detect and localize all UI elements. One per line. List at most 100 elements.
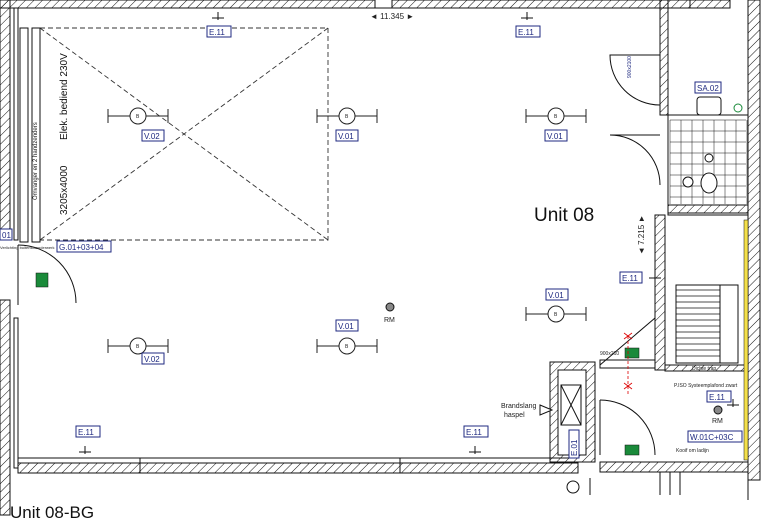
rm-label-2: RM — [712, 418, 723, 425]
rm-markers: RM RM — [384, 302, 723, 425]
misc-bottom-right — [566, 472, 749, 500]
emergency-light-icon — [727, 399, 739, 407]
fixture-symbol: B — [345, 344, 349, 350]
dimensions: ◄ 11.345 ► ◄ 7.215 ► — [370, 12, 646, 255]
light-fixture-icon: B — [107, 337, 169, 355]
svg-text:V.01: V.01 — [547, 132, 563, 141]
svg-text:V.01: V.01 — [548, 291, 564, 300]
svg-text:E.11: E.11 — [466, 428, 482, 437]
note-stair: Dichte trap — [692, 366, 716, 372]
svg-text:01: 01 — [2, 231, 11, 240]
light-fixture-icon: B — [525, 107, 587, 125]
plan-title: Unit 08-BG — [10, 503, 94, 520]
svg-text:E.11: E.11 — [209, 28, 225, 37]
top-wall-right — [391, 0, 731, 9]
drain-icon — [704, 153, 714, 163]
equipment-tag: E.11 — [515, 25, 541, 38]
sanitary — [682, 96, 743, 194]
fixture-symbol: B — [345, 114, 349, 120]
partition-upper — [659, 0, 669, 116]
emergency-light-icon — [649, 272, 661, 280]
equipment-tag: E.11 — [619, 271, 643, 284]
rm-label: RM — [384, 317, 395, 324]
bottom-wall — [17, 462, 579, 474]
emergency-light-icon — [469, 446, 481, 454]
toilet-wall — [667, 204, 749, 214]
exit-sign-icon — [624, 347, 640, 359]
sink-icon — [696, 96, 722, 116]
light-fixture-icon: B — [525, 305, 587, 323]
small-notes: Dichte trap P.ISO Systeemplafond zwart K… — [0, 245, 738, 454]
emergency-light-icon — [521, 12, 533, 20]
svg-text:E.11: E.11 — [518, 28, 534, 37]
hose-label-1: Brandslang — [501, 403, 537, 410]
equipment-tag: E.11 — [706, 390, 732, 403]
equipment-tag: E.11 — [75, 425, 101, 438]
emergency-light-icon — [212, 12, 224, 20]
partition-mid — [654, 214, 666, 371]
fixture-symbol: B — [554, 312, 558, 318]
door-size-label: 3205x4000 — [59, 165, 70, 215]
tap-icon — [682, 176, 694, 188]
smoke-detector-icon — [733, 103, 743, 113]
equipment-tag: V.01 — [335, 129, 359, 142]
equipment-tag: G.01+03+04 — [56, 240, 112, 253]
svg-text:E.11: E.11 — [622, 274, 638, 283]
kitchen-tiles — [669, 119, 748, 204]
equipment-tag: V.02 — [141, 129, 165, 142]
light-fixture-icon: B — [107, 107, 169, 125]
top-wall-left — [0, 0, 376, 9]
rm-icon — [385, 302, 395, 312]
light-fixtures: B B B B B B — [79, 12, 739, 454]
depth-dimension: ◄ 7.215 ► — [637, 215, 646, 255]
svg-text:900x2100: 900x2100 — [627, 56, 633, 78]
svg-text:E.11: E.11 — [78, 428, 94, 437]
note-door-size: 900x210 — [600, 351, 619, 357]
left-wall-upper — [0, 0, 11, 236]
equipment-tag: V.01 — [544, 129, 568, 142]
svg-text:V.01: V.01 — [338, 132, 354, 141]
equipment-tag: V.01 — [545, 288, 569, 301]
note-ceiling: P.ISO Systeemplafond zwart — [674, 383, 738, 389]
door-note: Omvanger en 2 handzenders — [33, 122, 39, 200]
emergency-light-icon — [79, 446, 91, 454]
svg-text:W.01C+03C: W.01C+03C — [690, 433, 734, 442]
equipment-tag: E.01 — [568, 429, 580, 459]
hose-label-2: haspel — [504, 412, 525, 419]
equipment-tag: SA.02 — [694, 81, 722, 94]
svg-text:E.01: E.01 — [570, 439, 579, 456]
light-fixture-icon: B — [316, 107, 378, 125]
overhead-door: 3205x4000 Elek. bediend 230V Omvanger en… — [19, 27, 329, 243]
red-markers: 900x2100 — [623, 56, 633, 395]
staircase — [675, 284, 739, 364]
note-lighting: Verlichting buitenstaanderwerk — [0, 245, 54, 250]
equipment-tag: E.11 — [206, 25, 232, 38]
equipment-tag: 01 — [0, 228, 13, 241]
exterior-walls — [0, 0, 761, 516]
right-outer-wall — [747, 0, 761, 481]
unit-label: Unit 08 — [534, 205, 594, 226]
svg-text:V.02: V.02 — [144, 355, 160, 364]
svg-text:E.11: E.11 — [709, 393, 725, 402]
equipment-tag: V.02 — [141, 352, 165, 365]
svg-text:SA.02: SA.02 — [697, 84, 719, 93]
svg-text:G.01+03+04: G.01+03+04 — [59, 243, 104, 252]
doors — [17, 54, 661, 456]
fixture-symbol: B — [554, 114, 558, 120]
equipment-tag: W.01C+03C — [687, 430, 743, 443]
svg-text:V.02: V.02 — [144, 132, 160, 141]
left-wall-lower — [0, 299, 11, 516]
emergency-exit-icon — [35, 272, 49, 288]
width-dimension: ◄ 11.345 ► — [370, 12, 414, 21]
equipment-tag: E.11 — [463, 425, 489, 438]
bottom-wall-right — [599, 461, 749, 473]
svg-text:V.01: V.01 — [338, 322, 354, 331]
fixture-symbol: B — [136, 114, 140, 120]
light-fixture-icon: B — [316, 337, 378, 355]
fixture-symbol: B — [136, 344, 140, 350]
exit-sign-icon-2 — [624, 444, 640, 456]
note-cage: Kooif om ladijn — [676, 448, 709, 454]
